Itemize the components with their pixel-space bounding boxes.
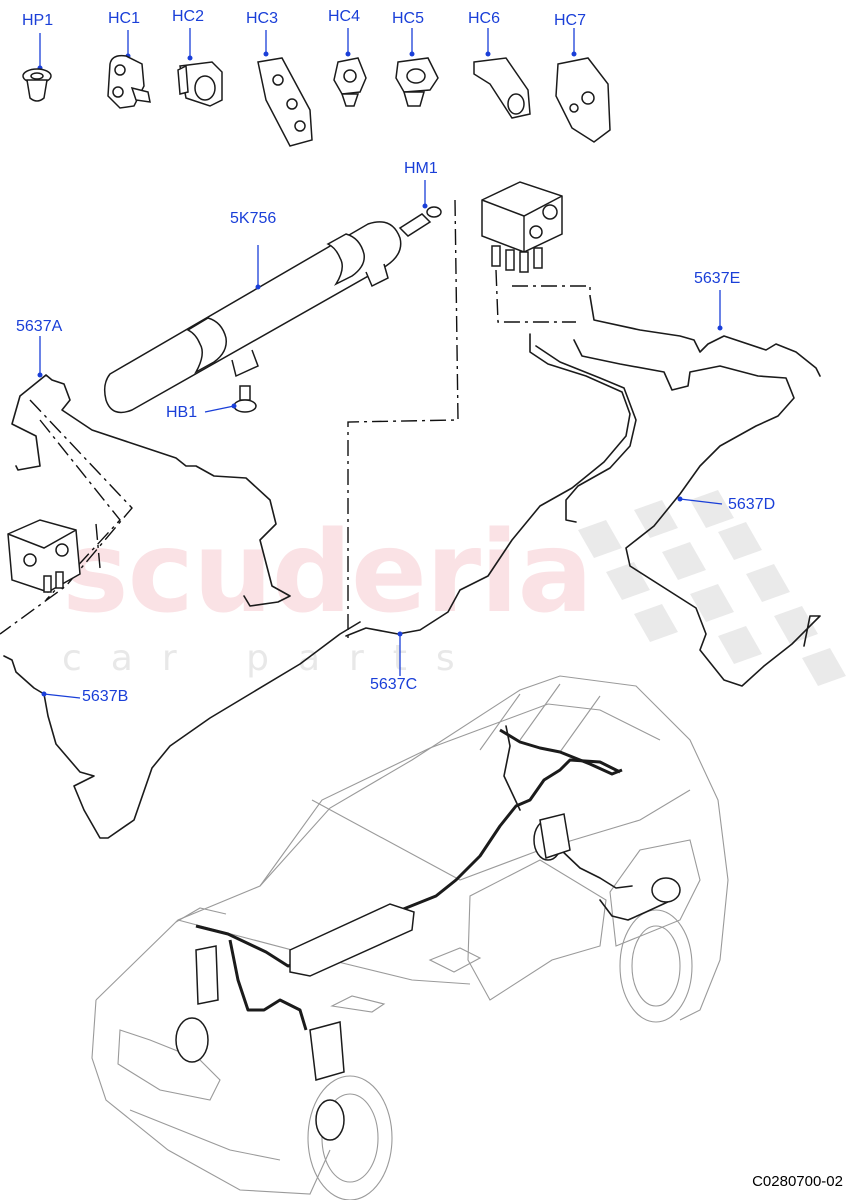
label-hc2: HC2 [172,8,205,25]
diagram-code: C0280700-02 [752,1173,843,1190]
label-hp1: HP1 [22,12,54,29]
part-hc4-clip [333,28,367,107]
part-hc3-clip [257,30,313,147]
label-hc3: HC3 [246,10,279,27]
pipe-5637c [345,333,631,637]
label-hc6: HC6 [468,10,501,27]
label-hc4: HC4 [328,8,361,25]
part-hp1-plug [22,33,52,102]
label-5k756: 5K756 [230,210,277,227]
label-hc5: HC5 [392,10,425,27]
label-5637a: 5637A [16,318,63,335]
pipe-5637a [11,374,291,607]
part-hc2-clip [177,28,223,107]
watermark-brand: scuderia [62,508,593,638]
label-hb1: HB1 [166,404,198,421]
label-hc7: HC7 [554,12,587,29]
part-hc5-clip [395,28,439,107]
pipe-5637b [3,621,361,839]
label-5637e: 5637E [694,270,741,287]
part-hm1-fitting [398,180,442,237]
part-hc1-clip [107,30,151,109]
pipe-5637d [573,339,821,687]
link-line-left-3 [95,523,101,569]
pipe-5637c-branch [535,345,637,523]
link-line-left-2 [39,419,121,601]
part-hc7-clip [555,28,611,143]
pipe-5637e [589,295,821,377]
label-5637c: 5637C [370,676,418,693]
label-hc1: HC1 [108,10,141,27]
link-line-left [0,399,133,635]
link-line-reservoir [347,199,459,640]
label-5637d: 5637D [728,496,776,513]
label-5637b: 5637B [82,688,129,705]
part-hc6-clip [473,28,531,119]
valve-block-upper [481,181,563,273]
watermark-tagline: car parts [62,638,484,679]
link-line-valve [495,269,576,323]
air-reservoir-5k756 [103,221,402,414]
checkered-flag-watermark [578,490,846,686]
valve-block-left [7,519,81,593]
vehicle-outline [91,675,729,1200]
vehicle-air-system [175,725,681,1141]
link-line-valve-2 [512,285,591,296]
label-hm1: HM1 [404,160,438,177]
part-hb1-bolt [204,385,257,413]
